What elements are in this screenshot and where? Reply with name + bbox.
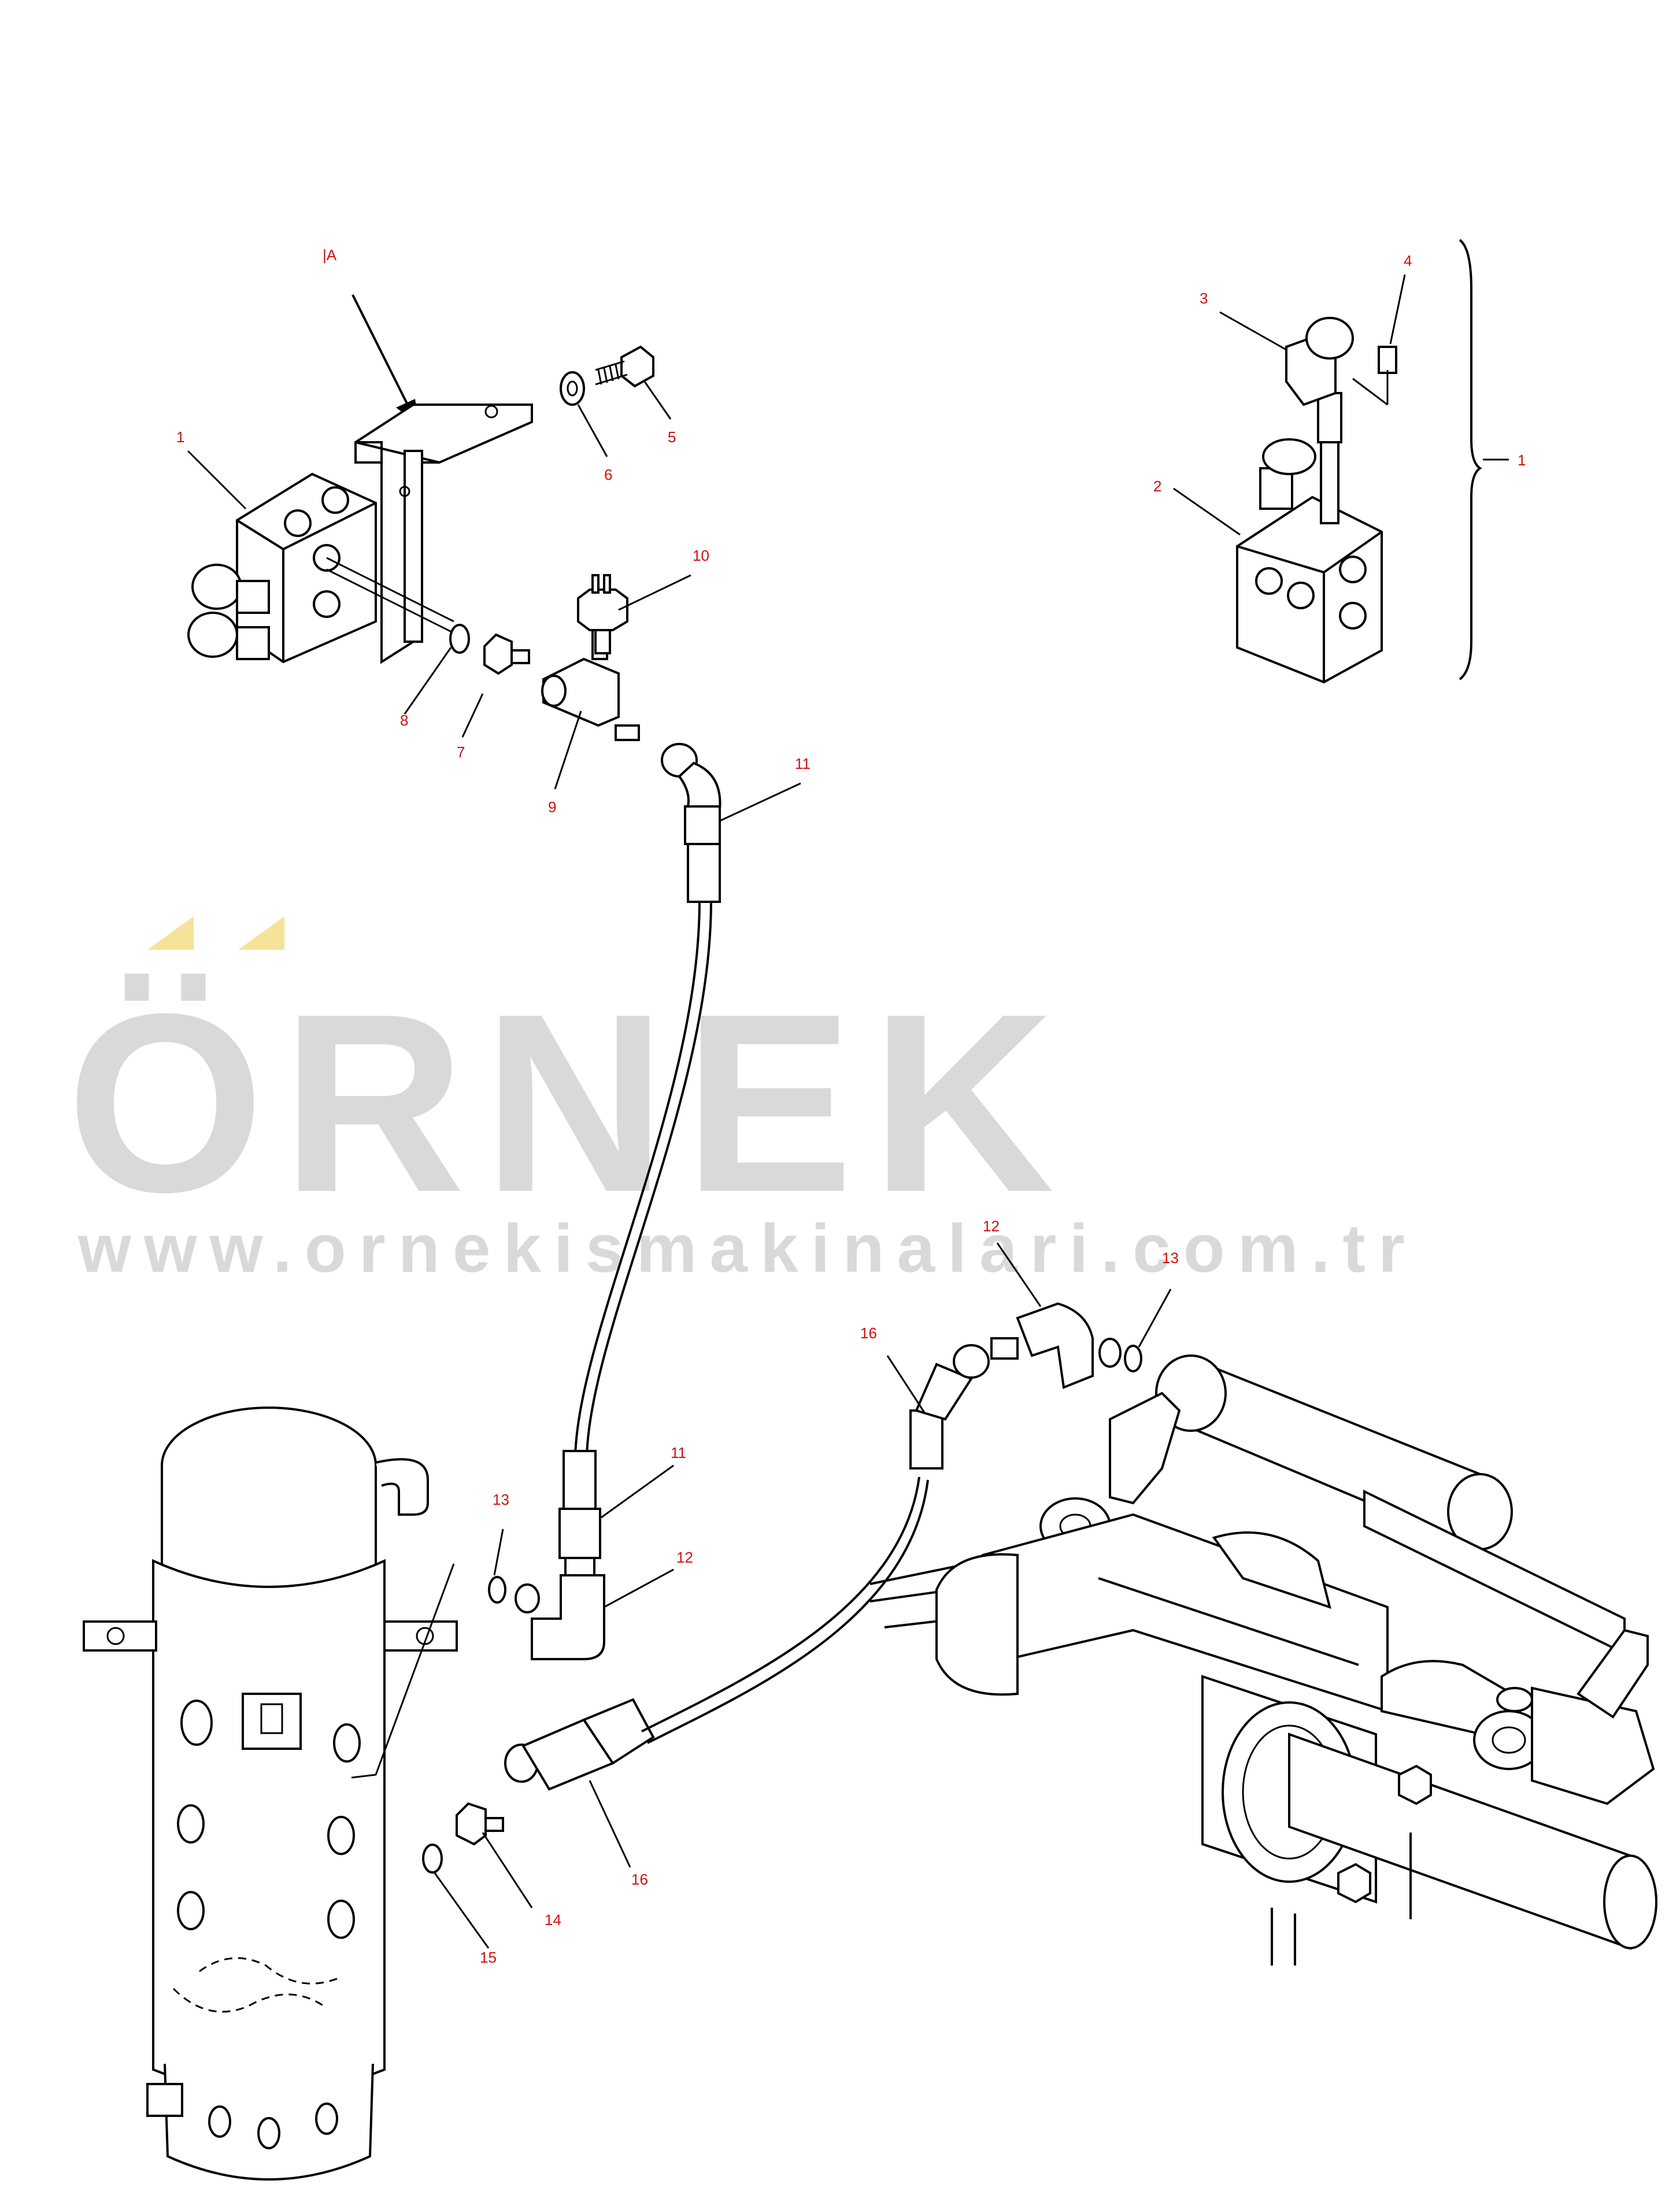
callout-10: 10 <box>693 547 709 564</box>
callout-14: 14 <box>545 1911 561 1929</box>
watermark-brand: ÖRNEK <box>66 961 1072 1245</box>
o-ring-15 <box>422 1844 443 1874</box>
valve-assembly-left <box>187 472 454 664</box>
callouts: 1 1 2 3 4 5 6 7 8 9 10 11 11 12 12 13 13… <box>176 252 1526 1966</box>
callout-5: 5 <box>668 428 676 446</box>
callout-2: 2 <box>1153 478 1161 495</box>
watermark: ÖRNEK www.ornekismakinalari.com.tr <box>66 916 1418 1287</box>
callout-3: 3 <box>1200 290 1208 307</box>
callout-1-right: 1 <box>1518 451 1526 469</box>
cylinder-assembly <box>869 1354 1657 1966</box>
watermark-url: www.ornekismakinalari.com.tr <box>77 1211 1418 1287</box>
fitting-14 <box>456 1802 504 1846</box>
callout-6: 6 <box>604 466 612 483</box>
o-ring-8 <box>449 624 470 654</box>
watermark-accent-left <box>147 916 194 950</box>
view-a-label: |A <box>323 246 337 264</box>
callout-12-upper: 12 <box>983 1217 1000 1235</box>
view-a-marker: |A <box>323 246 419 425</box>
bolt-5 <box>595 345 654 388</box>
hose-11-upper <box>574 743 721 1457</box>
elbow-12-lower <box>515 1574 605 1660</box>
o-ring-13-upper <box>1124 1345 1142 1372</box>
o-ring-13-lower <box>488 1576 506 1604</box>
callout-8: 8 <box>400 712 408 729</box>
assembly-brace <box>1459 239 1482 680</box>
hose-16-lower <box>504 1476 929 1791</box>
watermark-accent-right <box>238 916 284 950</box>
mounting-bracket <box>354 404 533 664</box>
valve-assembly-right <box>1236 317 1397 684</box>
callout-4: 4 <box>1404 252 1412 269</box>
callout-11-upper: 11 <box>795 755 811 772</box>
tee-9 <box>541 629 640 741</box>
callout-13-upper: 13 <box>1162 1249 1179 1267</box>
callout-11-lower: 11 <box>671 1444 686 1461</box>
leader-lines <box>187 274 1509 1949</box>
callout-15: 15 <box>480 1949 497 1966</box>
pressure-switch-10 <box>577 574 628 654</box>
callout-13-lower: 13 <box>493 1491 509 1508</box>
elbow-12-upper <box>990 1302 1122 1389</box>
hose-16-upper <box>909 1344 990 1470</box>
washer-6 <box>560 371 585 406</box>
callout-1-left: 1 <box>176 428 184 446</box>
fitting-7 <box>483 633 530 675</box>
swivel-joint <box>83 1406 458 2181</box>
callout-12-lower: 12 <box>676 1549 693 1566</box>
callout-9: 9 <box>548 798 556 816</box>
callout-16-upper: 16 <box>860 1324 877 1342</box>
hose-11-lower <box>558 1450 601 1576</box>
callout-16-lower: 16 <box>631 1871 648 1888</box>
callout-7: 7 <box>457 743 465 761</box>
